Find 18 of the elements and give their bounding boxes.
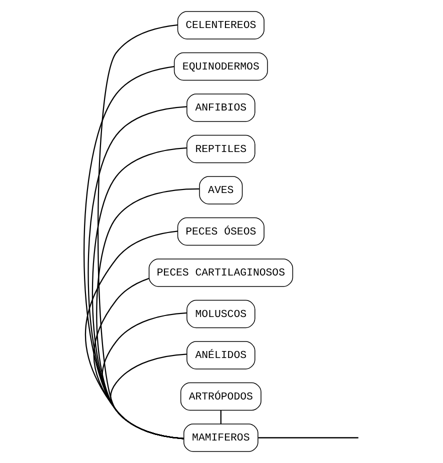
node-box: ARTRÓPODOS	[180, 382, 262, 411]
node-box: EQUINODERMOS	[174, 52, 268, 81]
connector	[92, 147, 187, 440]
node-box: MOLUSCOS	[186, 300, 256, 328]
node-box: PECES ÓSEOS	[177, 217, 264, 246]
connector	[220, 410, 222, 424]
node-box: AVES	[199, 176, 243, 204]
node-box: MAMIFEROS	[183, 424, 258, 452]
node-box: REPTILES	[186, 134, 256, 164]
node-box: PECES CARTILAGINOSOS	[148, 258, 294, 287]
connector	[102, 312, 187, 440]
connector	[88, 106, 187, 440]
node-box: CELENTEREOS	[177, 11, 264, 40]
connector	[96, 188, 200, 440]
node-box: ANÉLIDOS	[186, 341, 256, 370]
connector	[110, 354, 187, 440]
node-box: ANFIBIOS	[186, 94, 256, 122]
connector	[258, 437, 358, 438]
